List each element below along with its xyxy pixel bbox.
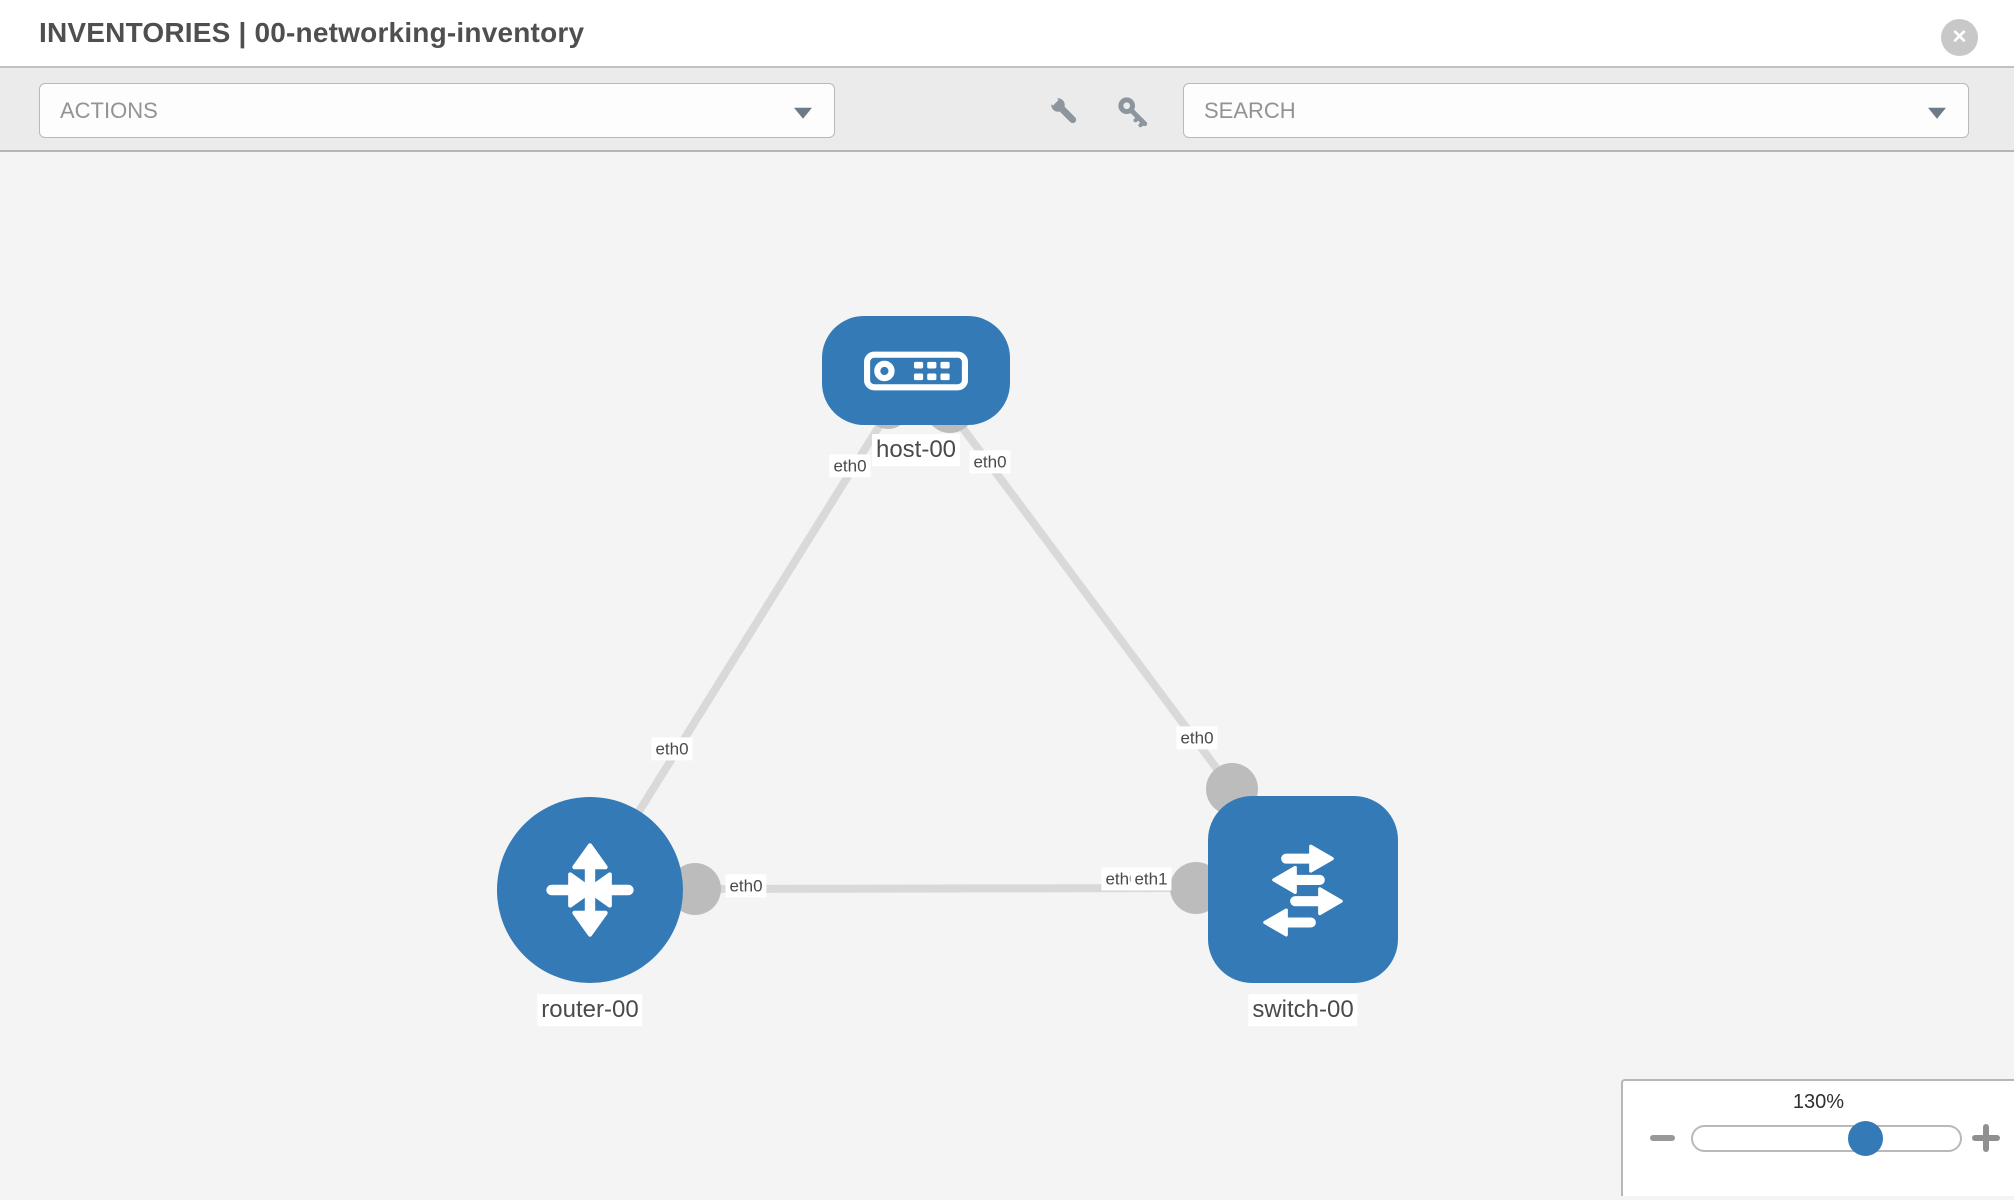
zoom-panel: 130% xyxy=(1621,1079,2014,1196)
close-icon[interactable]: ✕ xyxy=(1941,19,1978,56)
toolbar: ACTIONS SEARCH xyxy=(0,68,2014,152)
page-header: INVENTORIES | 00-networking-inventory ✕ xyxy=(0,0,2014,68)
node-label-switch: switch-00 xyxy=(1248,994,1358,1026)
zoom-in-plus-icon[interactable] xyxy=(1972,1124,2000,1152)
switch-icon xyxy=(1263,844,1343,936)
node-label-host: host-00 xyxy=(871,434,961,466)
host-icon xyxy=(864,351,968,390)
search-dropdown[interactable]: SEARCH xyxy=(1183,83,1969,138)
zoom-slider-track[interactable] xyxy=(1691,1125,1962,1152)
chevron-down-icon xyxy=(794,107,812,119)
iface-label: eth0 xyxy=(651,737,693,761)
topology-links-layer xyxy=(586,383,1258,915)
iface-label: eth0 xyxy=(969,450,1011,474)
zoom-out-minus-icon[interactable] xyxy=(1650,1135,1675,1141)
topology-canvas[interactable]: host-00 router-00 switch-00 eth0 eth0 et… xyxy=(0,152,2014,1196)
iface-label: eth0 xyxy=(1176,726,1218,750)
node-host-00[interactable] xyxy=(822,316,1010,425)
node-router-00[interactable] xyxy=(497,797,683,983)
zoom-level: 130% xyxy=(1792,1091,1845,1113)
iface-label: eth0 xyxy=(829,454,871,478)
node-switch-00[interactable] xyxy=(1208,796,1398,983)
page-title: INVENTORIES | 00-networking-inventory xyxy=(39,17,585,48)
actions-dropdown[interactable]: ACTIONS xyxy=(39,83,835,138)
wrench-icon[interactable] xyxy=(1047,94,1083,130)
node-label-router: router-00 xyxy=(537,994,643,1026)
router-icon xyxy=(546,843,634,937)
zoom-slider-thumb[interactable] xyxy=(1848,1121,1883,1156)
iface-label: eth0 xyxy=(725,874,767,898)
chevron-down-icon xyxy=(1928,107,1946,119)
key-icon[interactable] xyxy=(1115,94,1151,130)
actions-dropdown-label: ACTIONS xyxy=(60,97,158,123)
search-dropdown-label: SEARCH xyxy=(1204,97,1296,123)
link-host-switch xyxy=(946,408,1236,792)
iface-label: eth1 xyxy=(1130,867,1172,891)
link-host-router xyxy=(586,409,892,893)
